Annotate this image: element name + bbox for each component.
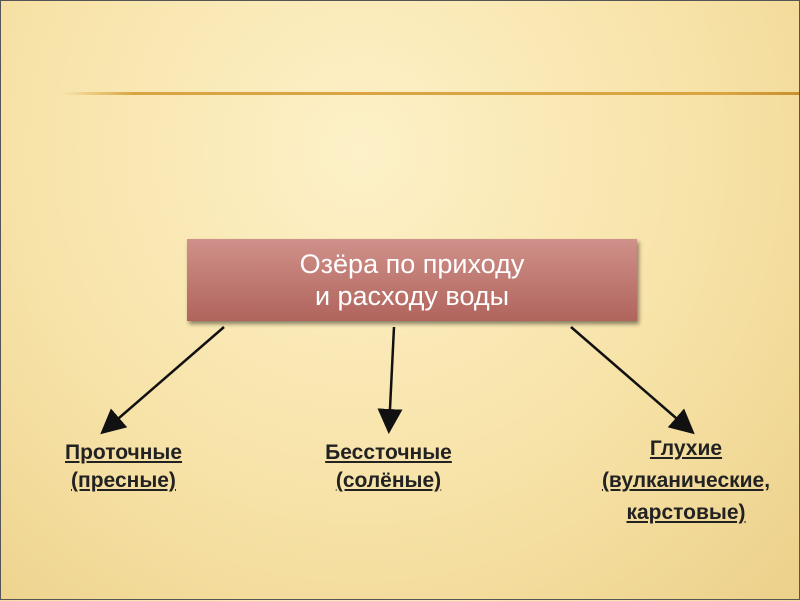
title-line-2: и расходу воды: [314, 281, 510, 311]
title-line-1: Озёра по приходу: [299, 249, 525, 279]
decorative-rule: [61, 92, 799, 95]
category-closed-line-2: (вулканические,: [601, 469, 771, 492]
title-box: Озёра по приходу и расходу воды: [187, 239, 637, 321]
category-flowing-line-2: (пресные): [71, 469, 176, 492]
category-closed: Глухие (вулканические, карстовые): [576, 433, 796, 529]
arrow-center: [377, 326, 403, 434]
category-closed-line-1: Глухие: [649, 437, 723, 460]
category-closed-line-3: карстовые): [626, 501, 746, 524]
category-endorheic: Бессточные (солёные): [306, 439, 471, 495]
category-flowing: Проточные (пресные): [41, 439, 206, 495]
arrow-left: [100, 326, 225, 435]
category-flowing-line-1: Проточные: [64, 441, 183, 464]
category-endorheic-line-1: Бессточные: [325, 441, 452, 464]
category-endorheic-line-2: (солёные): [335, 469, 442, 492]
arrow-right: [570, 326, 695, 435]
